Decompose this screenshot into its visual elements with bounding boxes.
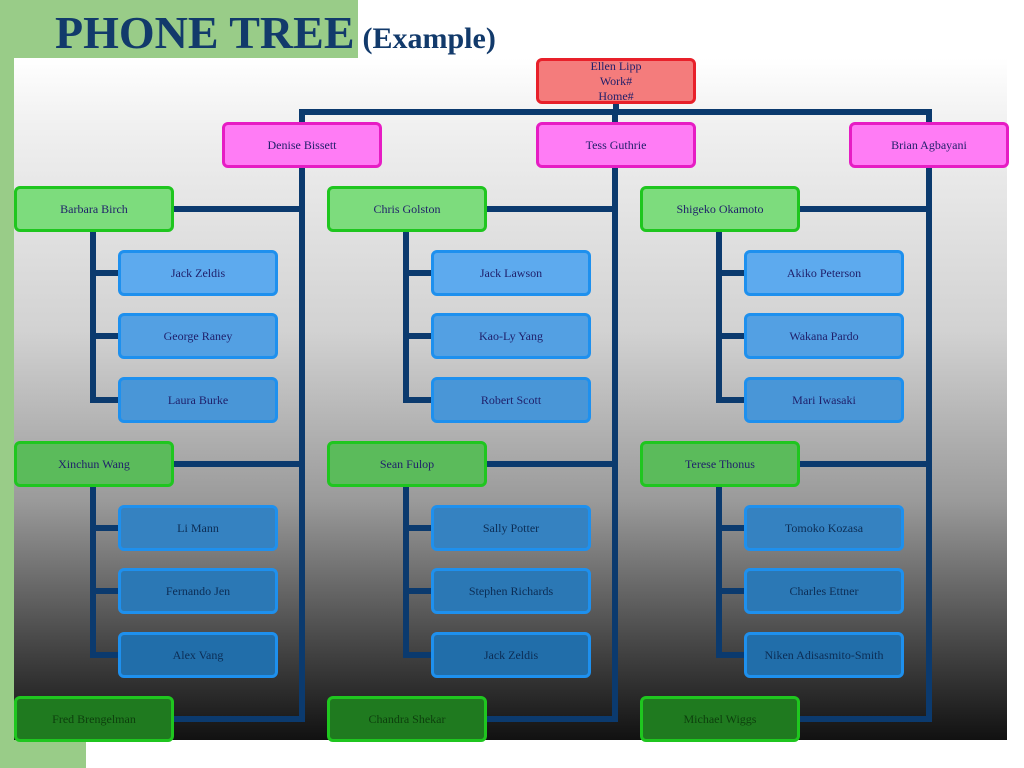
member-node[interactable]: Laura Burke [118, 377, 278, 423]
manager-node[interactable]: Tess Guthrie [536, 122, 696, 168]
bottom-accent-stripe [14, 740, 86, 768]
member-node[interactable]: Stephen Richards [431, 568, 591, 614]
title-band [0, 0, 358, 58]
lead-node[interactable]: Sean Fulop [327, 441, 487, 487]
member-node[interactable]: Robert Scott [431, 377, 591, 423]
member-node[interactable]: George Raney [118, 313, 278, 359]
page-title-main: PHONE TREE [55, 7, 355, 58]
left-accent-stripe [0, 0, 14, 768]
member-node[interactable]: Akiko Peterson [744, 250, 904, 296]
member-node[interactable]: Niken Adisasmito-Smith [744, 632, 904, 678]
lead-node[interactable]: Michael Wiggs [640, 696, 800, 742]
lead-node[interactable]: Chandra Shekar [327, 696, 487, 742]
member-node[interactable]: Wakana Pardo [744, 313, 904, 359]
member-node[interactable]: Sally Potter [431, 505, 591, 551]
member-node[interactable]: Jack Zeldis [431, 632, 591, 678]
member-node[interactable]: Alex Vang [118, 632, 278, 678]
member-node[interactable]: Kao-Ly Yang [431, 313, 591, 359]
member-node[interactable]: Tomoko Kozasa [744, 505, 904, 551]
lead-node[interactable]: Barbara Birch [14, 186, 174, 232]
manager-node[interactable]: Brian Agbayani [849, 122, 1009, 168]
lead-node[interactable]: Fred Brengelman [14, 696, 174, 742]
root-home: Home# [598, 88, 634, 103]
member-node[interactable]: Fernando Jen [118, 568, 278, 614]
lead-node[interactable]: Chris Golston [327, 186, 487, 232]
lead-node[interactable]: Terese Thonus [640, 441, 800, 487]
member-node[interactable]: Jack Lawson [431, 250, 591, 296]
member-node[interactable]: Mari Iwasaki [744, 377, 904, 423]
root-work: Work# [599, 73, 633, 88]
root-name: Ellen Lipp [590, 58, 642, 73]
page-title-sub: (Example) [362, 22, 496, 55]
manager-node[interactable]: Denise Bissett [222, 122, 382, 168]
member-node[interactable]: Jack Zeldis [118, 250, 278, 296]
page-title: PHONE TREE(Example) [55, 6, 496, 59]
lead-node[interactable]: Xinchun Wang [14, 441, 174, 487]
lead-node[interactable]: Shigeko Okamoto [640, 186, 800, 232]
member-node[interactable]: Charles Ettner [744, 568, 904, 614]
member-node[interactable]: Li Mann [118, 505, 278, 551]
root-node[interactable]: Ellen Lipp Work# Home# [536, 58, 696, 104]
